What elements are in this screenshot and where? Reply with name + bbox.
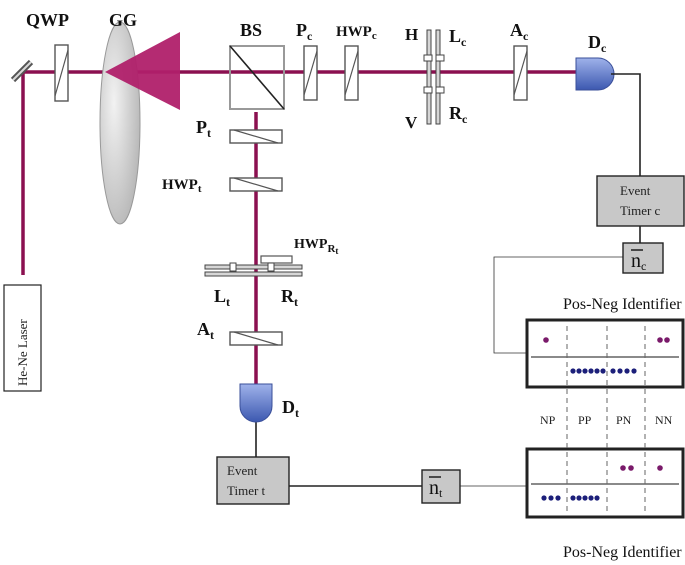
- dot: [541, 495, 547, 501]
- dot: [548, 495, 554, 501]
- event-timer-t-box: [216, 456, 290, 505]
- lt-label: Lt: [214, 286, 230, 309]
- laser-label: He-Ne Laser: [15, 319, 30, 386]
- hwp-t-waveplate: [229, 177, 283, 192]
- dt-label: Dt: [282, 397, 299, 420]
- gg-label: GG: [109, 10, 137, 30]
- analyzer-c: [513, 45, 528, 101]
- hwp-rt-waveplate: [260, 255, 293, 264]
- polarizer-t: [229, 129, 283, 144]
- signal-cables: [255, 73, 641, 487]
- dot: [576, 368, 582, 374]
- dot: [588, 368, 594, 374]
- dot: [664, 337, 670, 343]
- pt-label: Pt: [196, 117, 211, 140]
- cable-dc-to-timer-c: [611, 73, 641, 176]
- bottom-panel-dots: [541, 465, 663, 501]
- event-timer-c-line2: Timer c: [620, 203, 661, 218]
- dot: [657, 465, 663, 471]
- identifier-bottom-title: Pos-Neg Identifier: [563, 544, 682, 561]
- qwp-label: QWP: [26, 10, 69, 30]
- dot: [631, 368, 637, 374]
- dot: [570, 495, 576, 501]
- dot: [617, 368, 623, 374]
- dot: [600, 368, 606, 374]
- event-timer-t-line2: Timer t: [227, 483, 266, 498]
- dot: [620, 465, 626, 471]
- nc-label: nc: [631, 250, 646, 273]
- analyzer-t: [229, 331, 283, 346]
- lc-label: Lc: [449, 26, 467, 49]
- nn-label: NN: [655, 413, 673, 427]
- ground-glass-disk: [99, 21, 141, 225]
- cable-nc-to-identifier-top: [493, 256, 623, 354]
- signal-cables-thin: [460, 256, 623, 487]
- polarizer-c: [303, 45, 318, 101]
- laser-box: [3, 284, 42, 392]
- bs-label: BS: [240, 20, 262, 40]
- event-timer-t-line1: Event: [227, 463, 258, 478]
- dot: [628, 465, 634, 471]
- dot: [594, 495, 600, 501]
- hwp-rt-label: HWPRt: [294, 237, 338, 256]
- dot: [576, 495, 582, 501]
- identifier-bottom-panel: [525, 447, 685, 519]
- dot: [570, 368, 576, 374]
- nt-box: [421, 469, 461, 504]
- h-label: H: [405, 25, 418, 44]
- top-panel-dots: [543, 337, 670, 374]
- nt-label: nt: [429, 477, 443, 500]
- ac-label: Ac: [510, 20, 529, 43]
- mirror-icon: [10, 59, 34, 83]
- v-label: V: [405, 113, 418, 132]
- slit-assembly-t: [204, 262, 303, 277]
- dot: [610, 368, 616, 374]
- pn-label: PN: [616, 413, 632, 427]
- dot: [543, 337, 549, 343]
- dc-label: Dc: [588, 32, 607, 55]
- slit-assembly-c: [423, 29, 445, 125]
- rt-label: Rt: [281, 286, 298, 309]
- pc-label: Pc: [296, 20, 313, 43]
- rc-label: Rc: [449, 103, 468, 126]
- dot: [555, 495, 561, 501]
- pp-label: PP: [578, 413, 592, 427]
- qwp-waveplate: [54, 44, 69, 102]
- dot: [657, 337, 663, 343]
- nc-box: [622, 242, 664, 274]
- event-timer-c-box: [596, 175, 685, 227]
- hwp-c-label: HWPc: [336, 24, 377, 42]
- hwp-c-waveplate: [344, 45, 359, 101]
- np-label: NP: [540, 413, 556, 427]
- dot: [582, 368, 588, 374]
- column-separators: [566, 326, 646, 512]
- detector-c-icon: [575, 57, 615, 91]
- event-timer-c-line1: Event: [620, 183, 651, 198]
- dot: [594, 368, 600, 374]
- dot: [588, 495, 594, 501]
- identifier-top-panel: [525, 318, 685, 389]
- dot: [582, 495, 588, 501]
- identifier-top-title: Pos-Neg Identifier: [563, 296, 682, 313]
- dot: [624, 368, 630, 374]
- detector-t-icon: [239, 383, 273, 423]
- beam-splitter: [229, 45, 285, 110]
- focusing-lens-cone: [105, 32, 180, 110]
- at-label: At: [197, 319, 214, 342]
- hwp-t-label: HWPt: [162, 177, 202, 195]
